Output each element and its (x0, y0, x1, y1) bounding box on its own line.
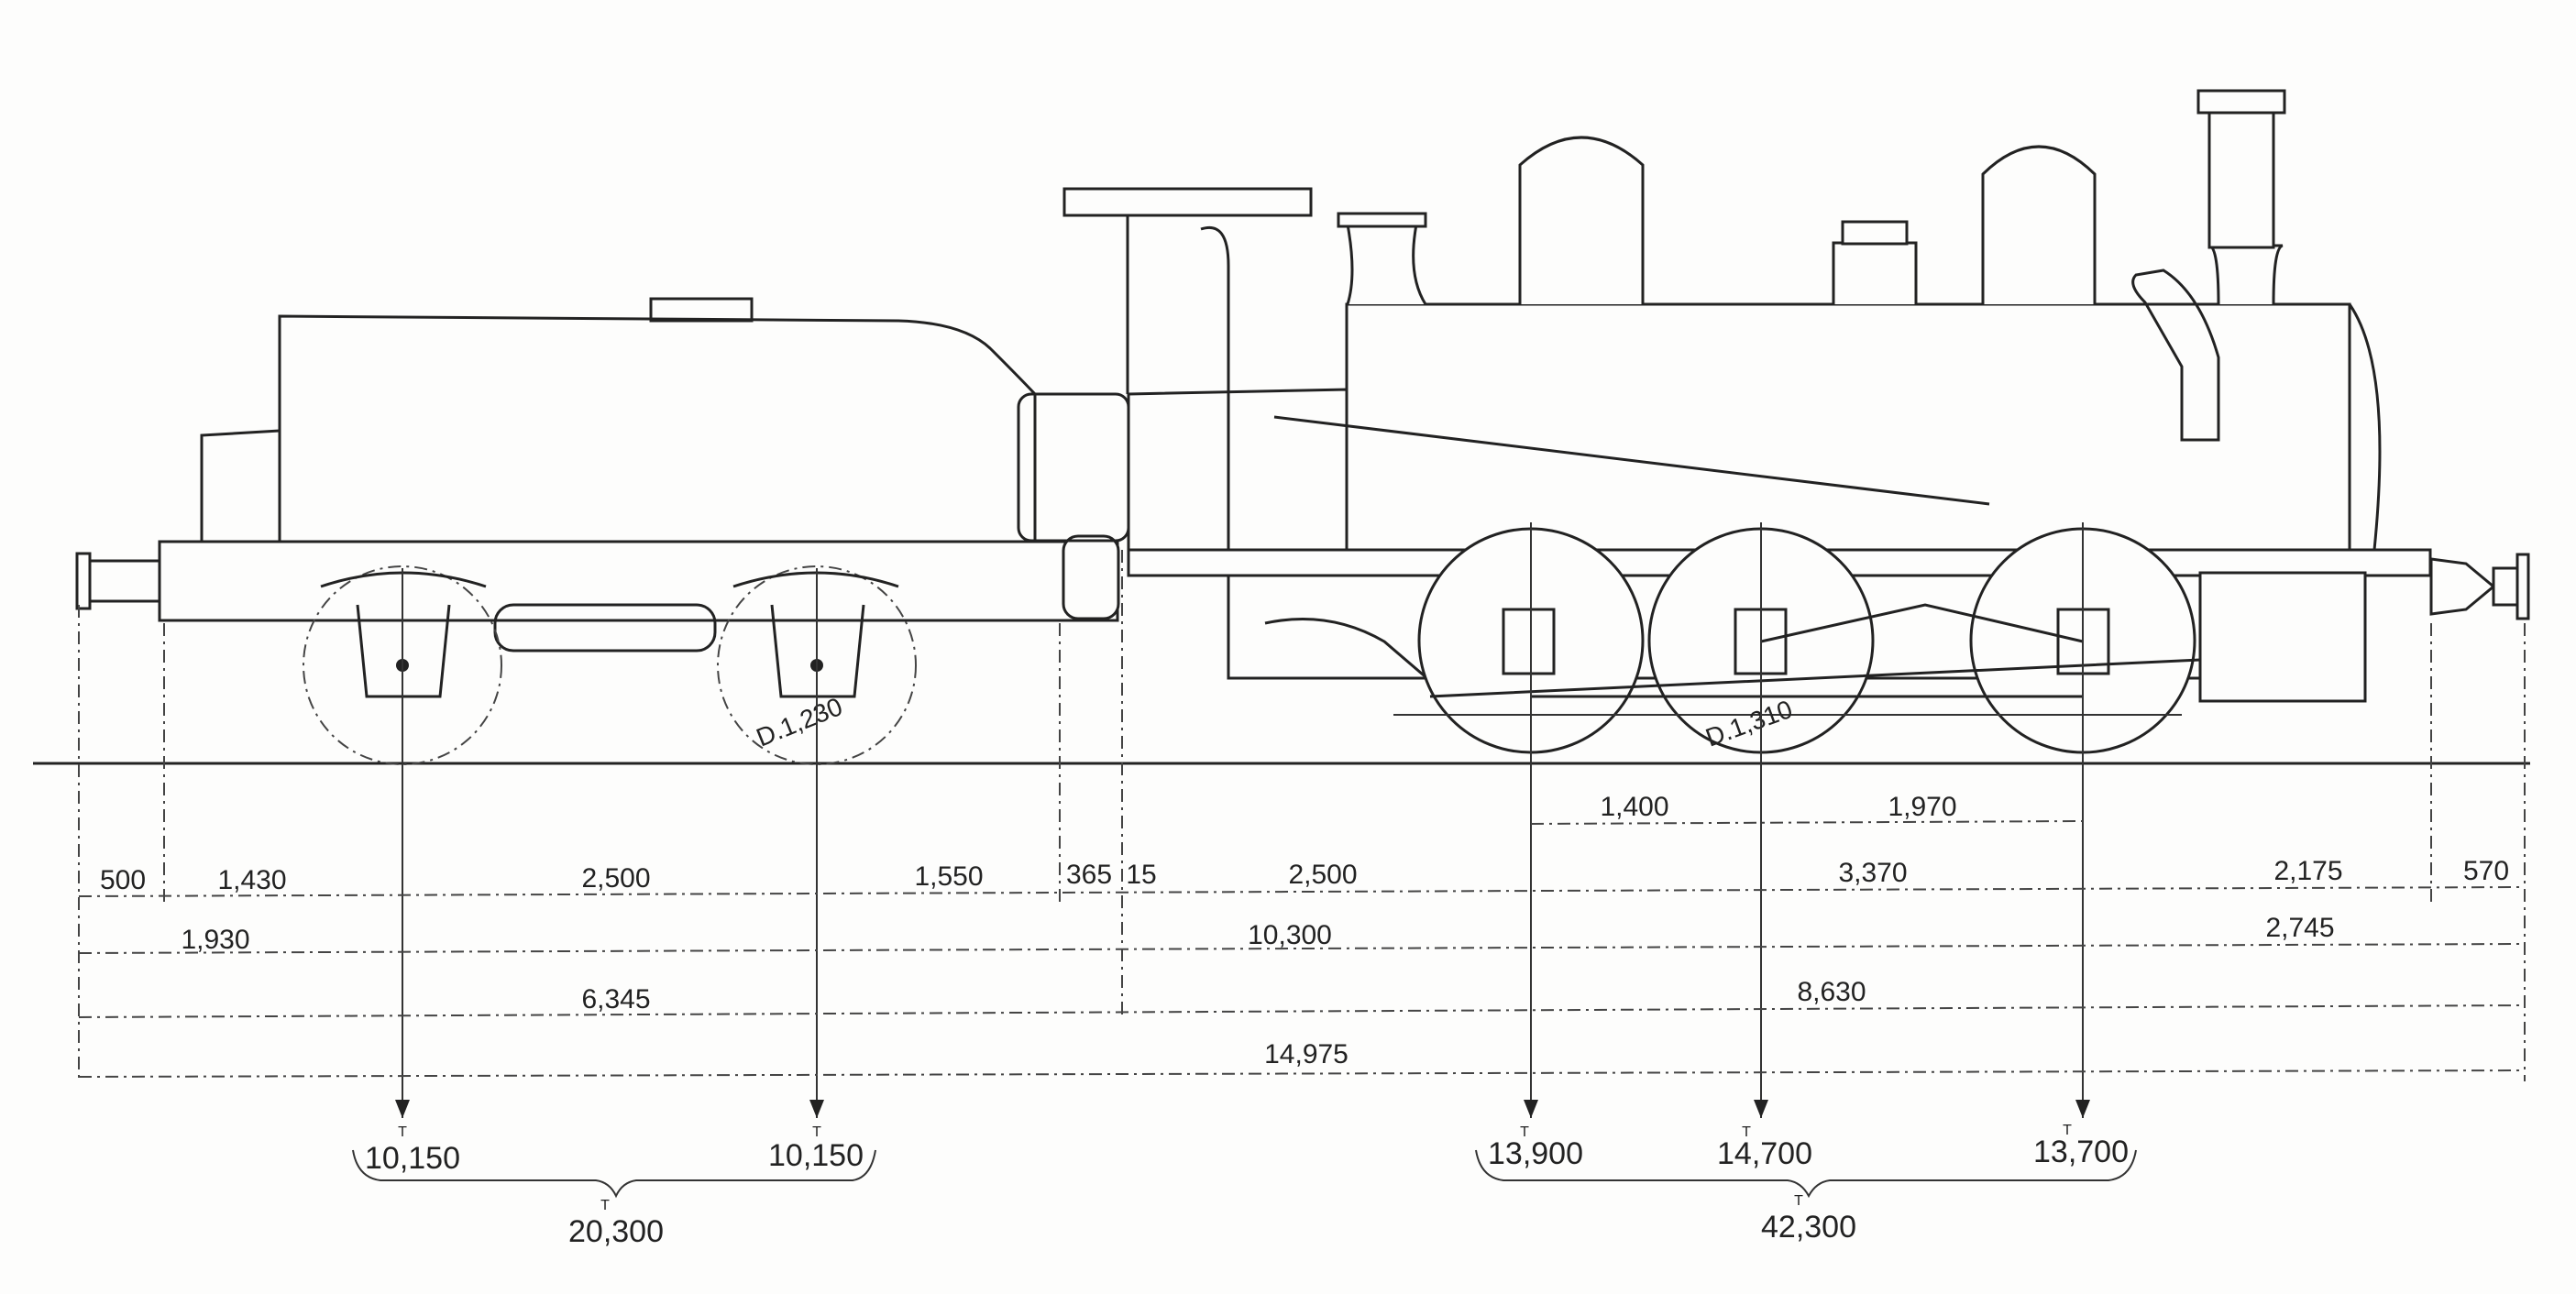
tender-wheel-label: D.1,230 (753, 692, 847, 751)
axle-arrowheads (395, 1100, 2090, 1118)
tender-buffer-head (75, 552, 92, 610)
tonne-unit: T (398, 1124, 407, 1140)
front-buffer-stem (2492, 566, 2519, 607)
dim-1970: 1,970 (1888, 792, 1956, 822)
dim-1550: 1,550 (914, 861, 983, 892)
sand-dome (1981, 145, 2097, 304)
front-coupling (2429, 557, 2496, 616)
drawbar-buffer (1062, 534, 1120, 620)
tender-coal-board (200, 429, 281, 542)
dimension-lines (78, 820, 2526, 1078)
dim-365: 365 (1066, 860, 1112, 890)
tender-filler (649, 297, 754, 323)
locomotive: D.1,310 (1017, 89, 2530, 754)
cab-front (1126, 215, 1230, 394)
tonne-unit: T (1742, 1124, 1751, 1140)
boiler (1345, 302, 2351, 560)
reference-lines (78, 522, 2526, 1118)
tonne-unit: T (1794, 1193, 1803, 1209)
reach-rod (1273, 415, 1990, 506)
dimension-line (78, 886, 2526, 897)
cab-roof (1062, 187, 1313, 217)
tender-wheel-1 (303, 565, 502, 765)
dim-2175: 2,175 (2273, 856, 2342, 886)
tender-wheel-2 (717, 565, 917, 765)
front-buffer-head (2515, 553, 2530, 620)
dimension-line (78, 1069, 2526, 1078)
crosshead-guide (1264, 618, 1449, 698)
tender-total-load: 20,300 (568, 1214, 664, 1249)
dim-500: 500 (100, 865, 146, 895)
dim-6345: 6,345 (581, 984, 650, 1014)
dim-1400: 1,400 (1600, 792, 1668, 822)
tonne-unit: T (2063, 1123, 2072, 1138)
loco-total-load: 42,300 (1761, 1210, 1856, 1245)
cab-side-sheet (1127, 388, 1349, 552)
dim-570: 570 (2463, 856, 2509, 886)
dim-8630: 8,630 (1797, 977, 1866, 1007)
dim-14975: 14,975 (1264, 1039, 1349, 1069)
loco-axle-load-3: 13,700 (2033, 1135, 2129, 1169)
safety-valve-cap (1337, 212, 1427, 228)
chimney (2207, 108, 2275, 249)
cylinder (2198, 571, 2367, 703)
dimension-line (78, 943, 2526, 954)
whistle-base (1832, 241, 1918, 304)
tonne-unit: T (600, 1198, 610, 1213)
dim-3370: 3,370 (1838, 858, 1907, 888)
dim-2500-tender: 2,500 (581, 863, 650, 894)
axlebox-1 (1502, 608, 1556, 675)
dim-1930: 1,930 (181, 925, 249, 955)
loco-brace (1475, 1149, 2137, 1199)
whistle-cap (1841, 220, 1909, 246)
smokebox-door (2348, 303, 2382, 551)
dim-1430: 1,430 (217, 865, 286, 895)
dimension-labels: 1,400 1,970 500 1,430 2,500 1,550 365 15… (100, 792, 2509, 1069)
steam-dome (1518, 136, 1645, 304)
chimney-base (2208, 244, 2284, 305)
tonne-unit: T (812, 1124, 821, 1140)
valve-gear-rods (1429, 603, 2201, 698)
loco-axle-load-1: 13,900 (1488, 1136, 1583, 1171)
tender: D.1,230 (75, 297, 1120, 765)
tonne-unit: T (1520, 1124, 1529, 1140)
dimension-line (1530, 820, 2084, 825)
steam-pipe (2131, 269, 2220, 442)
tender-tank (278, 314, 1037, 543)
dim-2500-loco: 2,500 (1288, 860, 1357, 890)
loco-axle-load-2: 14,700 (1717, 1136, 1812, 1171)
firebox (1227, 275, 1347, 680)
safety-valve (1346, 223, 1427, 305)
dimension-line (78, 1004, 2526, 1018)
dim-15: 15 (1126, 860, 1156, 890)
tender-frame-cutout (493, 603, 717, 652)
dim-10300: 10,300 (1248, 920, 1332, 950)
chimney-cap (2196, 89, 2286, 115)
axle-loads: 10,150 10,150 20,300 13,900 14,700 13,70… (352, 1123, 2137, 1249)
tender-buffer-stem (88, 559, 161, 603)
dim-2745: 2,745 (2265, 913, 2334, 943)
tender-frame (158, 540, 1119, 622)
tender-axle-load-1: 10,150 (365, 1141, 460, 1176)
tender-brace (352, 1149, 876, 1199)
tender-axle-load-2: 10,150 (768, 1138, 864, 1173)
tonne-superscripts: T T T T T T T (398, 1123, 2072, 1213)
